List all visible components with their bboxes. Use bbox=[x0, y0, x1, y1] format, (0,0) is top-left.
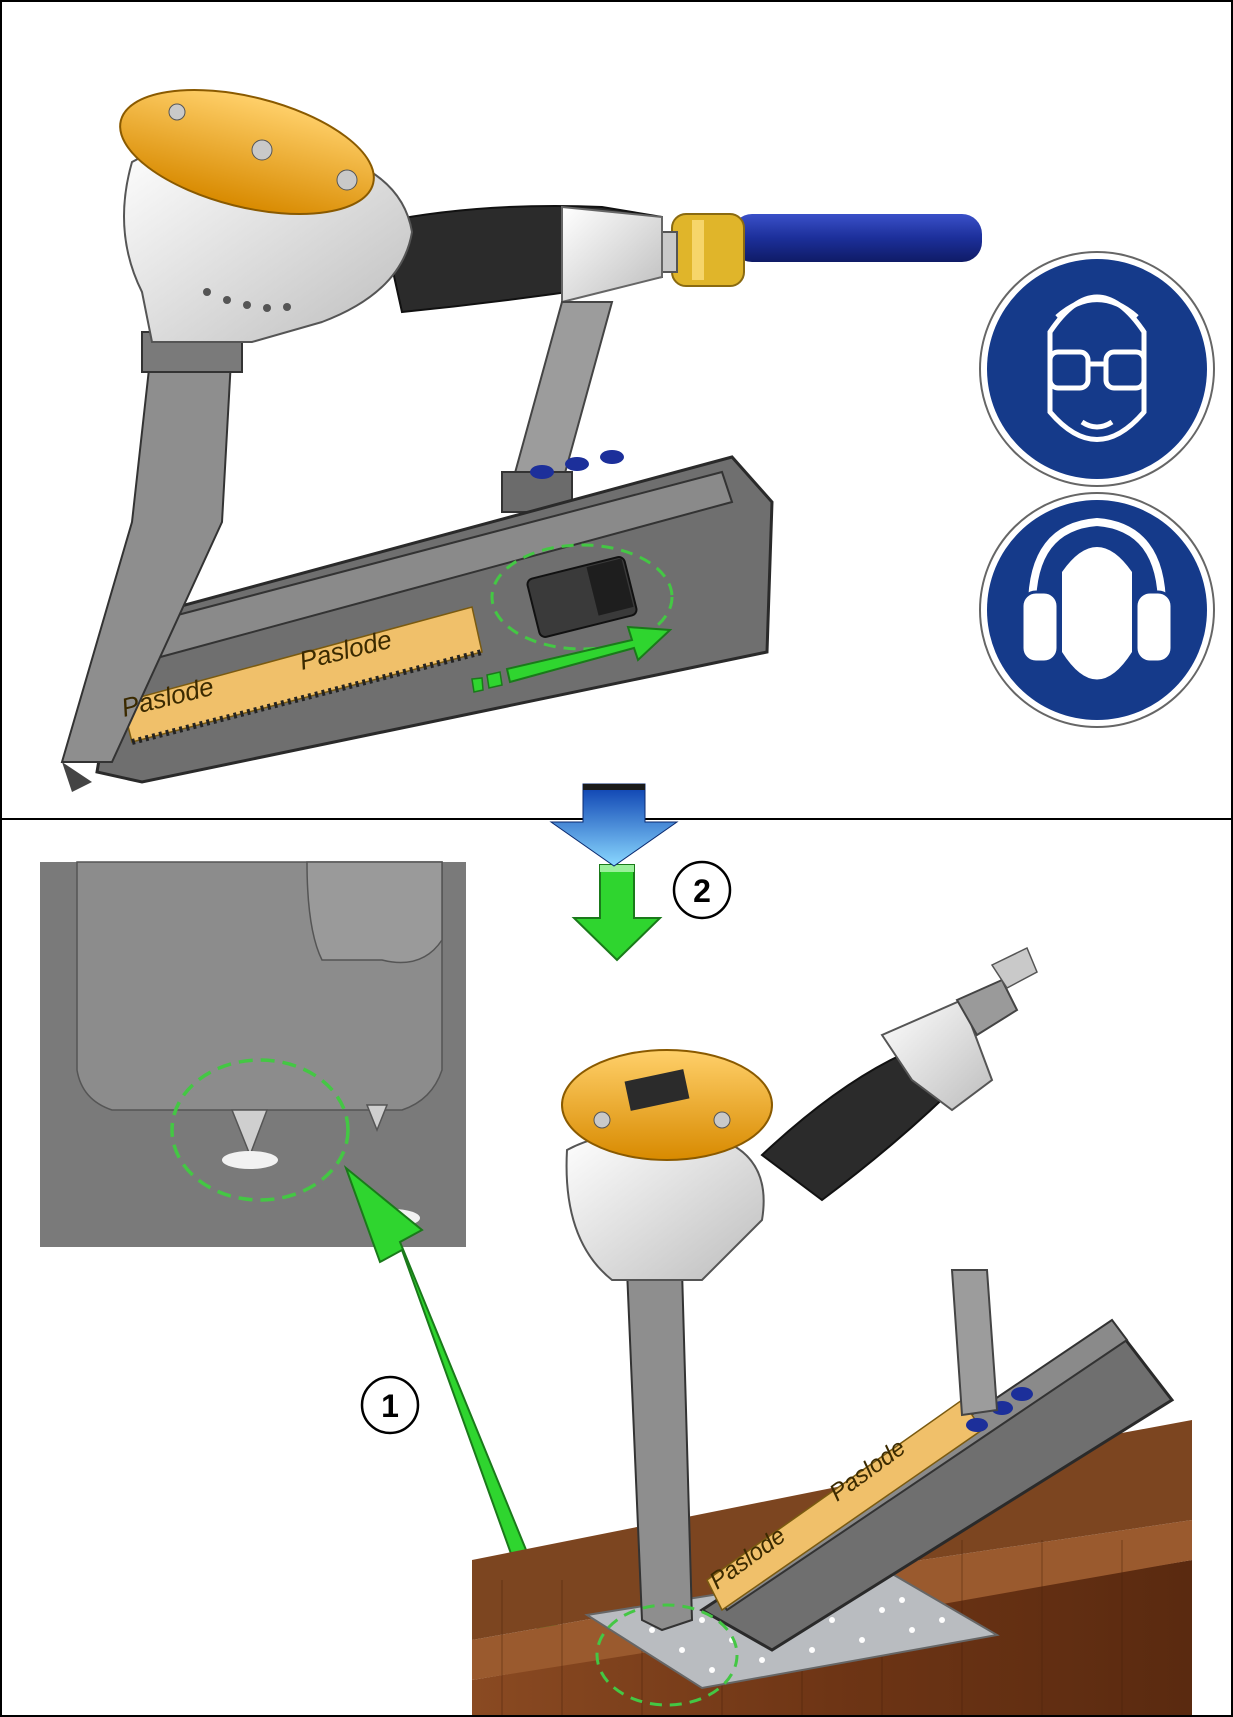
top-illustration: Paslode Paslode bbox=[60, 89, 1215, 792]
slide-direction-arrow bbox=[471, 625, 673, 693]
contact-highlight bbox=[595, 1603, 739, 1707]
latch-highlight bbox=[490, 543, 674, 651]
bottom-panel: 2 1 bbox=[0, 818, 1233, 1717]
step-2-marker: 2 bbox=[672, 860, 732, 920]
head-cap bbox=[119, 89, 375, 215]
rear-strut bbox=[501, 301, 614, 513]
eye-protection-sign bbox=[979, 251, 1215, 487]
press-down-arrow bbox=[571, 864, 663, 962]
ear-protection-icon bbox=[1020, 517, 1174, 680]
air-coupler bbox=[656, 213, 745, 287]
zoom-inset bbox=[40, 861, 466, 1247]
air-hose bbox=[732, 214, 982, 262]
step-2-number: 2 bbox=[693, 873, 711, 909]
top-panel: Paslode Paslode bbox=[0, 0, 1233, 820]
step-1-marker: 1 bbox=[360, 1375, 420, 1435]
eye-protection-icon bbox=[1047, 294, 1147, 442]
step-1-number: 1 bbox=[381, 1388, 399, 1424]
handle-grip bbox=[380, 205, 663, 314]
nose-tip-highlight bbox=[170, 1058, 350, 1202]
transition-arrow bbox=[549, 783, 679, 867]
bottom-illustration: 2 1 bbox=[40, 860, 1192, 1715]
ear-protection-sign bbox=[979, 492, 1215, 728]
nailer-bottom bbox=[561, 946, 1175, 1652]
